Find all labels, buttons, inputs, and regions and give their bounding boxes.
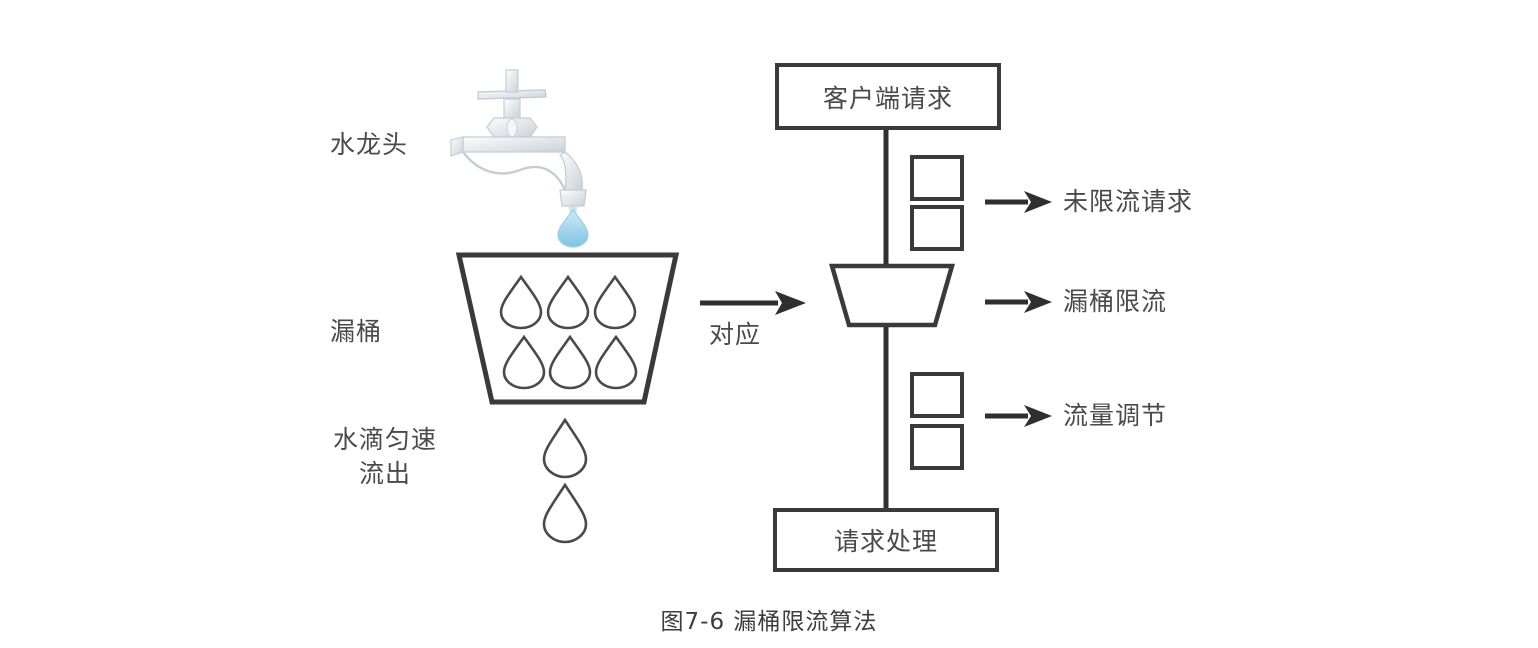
leaky-bucket-label: 漏桶 xyxy=(330,317,383,346)
request-handling-box xyxy=(773,508,999,572)
leaky-bucket-icon xyxy=(455,252,680,405)
annotation-arrow-unlimited xyxy=(985,191,1052,213)
water-drop-icon xyxy=(542,417,588,479)
queue-squares-top xyxy=(910,155,964,251)
drip-label-line1: 水滴匀速 xyxy=(332,425,437,454)
queue-square xyxy=(910,424,964,470)
bucket-drop-group xyxy=(499,274,638,390)
request-handling-box-label: 请求处理 xyxy=(833,527,938,556)
annotation-arrow-rate-adjust xyxy=(985,405,1052,427)
queue-squares-bottom xyxy=(910,372,964,470)
small-bucket-icon xyxy=(829,263,955,328)
drip-label-line2: 流出 xyxy=(358,459,411,488)
queue-square xyxy=(910,155,964,201)
annotation-label-leaky-limit: 漏桶限流 xyxy=(1063,287,1168,316)
annotation-label-rate-adjust: 流量调节 xyxy=(1063,401,1168,430)
client-request-box-label: 客户端请求 xyxy=(822,84,953,113)
mapping-arrow-label: 对应 xyxy=(709,320,762,349)
faucet-label: 水龙头 xyxy=(330,130,409,159)
client-request-box xyxy=(775,63,1001,130)
figure-caption: 图7-6 漏桶限流算法 xyxy=(660,609,878,635)
faucet-icon xyxy=(450,69,589,248)
falling-drops-group xyxy=(542,417,588,544)
queue-square xyxy=(910,372,964,418)
water-drop-icon xyxy=(542,482,588,544)
mapping-arrow-icon xyxy=(700,291,806,315)
annotation-arrow-leaky-limit xyxy=(985,291,1052,313)
queue-square xyxy=(910,205,964,251)
annotation-label-unlimited: 未限流请求 xyxy=(1063,187,1194,216)
